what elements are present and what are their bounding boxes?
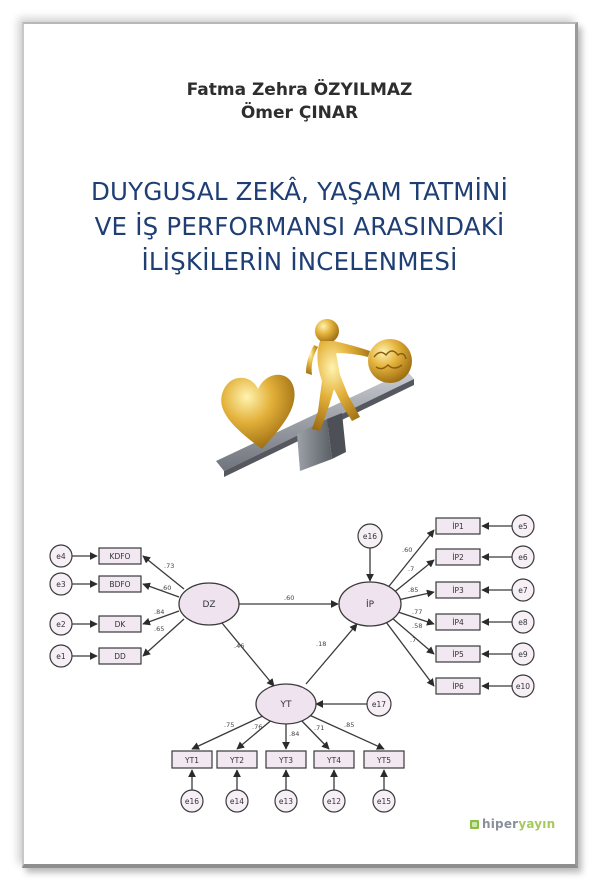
svg-text:İP2: İP2 — [452, 553, 464, 562]
gold-figure-icon — [306, 319, 370, 431]
svg-text:e1: e1 — [56, 652, 66, 661]
book-cover: Fatma Zehra ÖZYILMAZ Ömer ÇINAR DUYGUSAL… — [22, 22, 578, 868]
brain-icon — [368, 339, 412, 383]
title-line-2: VE İŞ PERFORMANSI ARASINDAKİ — [94, 212, 505, 241]
svg-text:e5: e5 — [518, 522, 528, 531]
svg-text:.76: .76 — [252, 723, 262, 731]
author-1: Fatma Zehra ÖZYILMAZ — [186, 80, 413, 100]
svg-text:.75: .75 — [224, 721, 234, 729]
sem-path-diagram: DZ İP YT KDFO BDFO DK DD — [49, 514, 535, 813]
svg-text:.73: .73 — [164, 562, 174, 570]
svg-text:.7: .7 — [410, 636, 416, 644]
svg-text:e17: e17 — [372, 700, 386, 709]
svg-text:İP: İP — [366, 599, 375, 610]
svg-text:e16: e16 — [363, 532, 377, 541]
svg-text:İP3: İP3 — [452, 586, 464, 595]
svg-text:YT2: YT2 — [229, 756, 244, 765]
svg-text:YT: YT — [280, 700, 292, 710]
svg-text:e16: e16 — [185, 797, 199, 806]
svg-text:e4: e4 — [56, 552, 66, 561]
svg-text:İP6: İP6 — [452, 682, 464, 691]
svg-text:.46: .46 — [234, 642, 244, 650]
svg-text:.71: .71 — [314, 724, 324, 732]
svg-text:e9: e9 — [518, 650, 528, 659]
svg-text:e15: e15 — [377, 797, 391, 806]
error-ip — [357, 523, 383, 549]
svg-text:YT5: YT5 — [376, 756, 391, 765]
error-yt — [366, 691, 392, 717]
latent-yt — [255, 683, 317, 725]
svg-text:İP5: İP5 — [452, 650, 464, 659]
svg-text:e6: e6 — [518, 553, 528, 562]
svg-text:DZ: DZ — [202, 600, 215, 610]
publisher-logo: hiperyayın — [470, 817, 555, 831]
svg-text:.65: .65 — [154, 625, 164, 633]
svg-text:e12: e12 — [327, 797, 341, 806]
seesaw-fulcrum-icon — [297, 419, 332, 471]
svg-text:YT3: YT3 — [278, 756, 293, 765]
svg-text:DD: DD — [114, 652, 126, 661]
latent-dz — [178, 582, 240, 626]
svg-text:.60: .60 — [161, 584, 171, 592]
publisher-mark-icon — [470, 819, 479, 829]
dz-indicators: KDFO BDFO DK DD e4 e3 e2 e1 .73 .60 .84 … — [49, 544, 174, 668]
svg-text:.18: .18 — [316, 640, 326, 648]
svg-text:KDFO: KDFO — [110, 552, 131, 561]
seesaw-illustration — [216, 319, 414, 477]
svg-text:İP1: İP1 — [452, 522, 464, 531]
latent-ip — [338, 581, 402, 627]
svg-text:.60: .60 — [402, 546, 412, 554]
svg-text:e8: e8 — [518, 618, 528, 627]
svg-text:e10: e10 — [516, 682, 530, 691]
svg-text:DK: DK — [115, 620, 127, 629]
svg-text:.60: .60 — [284, 594, 294, 602]
authors: Fatma Zehra ÖZYILMAZ Ömer ÇINAR — [24, 79, 575, 125]
book-title: DUYGUSAL ZEKÂ, YAŞAM TATMİNİ VE İŞ PERFO… — [24, 174, 575, 279]
svg-text:.84: .84 — [289, 730, 299, 738]
svg-text:YT4: YT4 — [326, 756, 341, 765]
svg-text:YT1: YT1 — [184, 756, 199, 765]
publisher-name: hiperyayın — [482, 817, 556, 831]
author-2: Ömer ÇINAR — [240, 103, 359, 123]
svg-text:e14: e14 — [230, 797, 244, 806]
svg-text:.84: .84 — [154, 608, 164, 616]
yt-indicators: YT1 YT2 YT3 YT4 YT5 e16 e14 e13 e12 e15 … — [171, 721, 405, 813]
svg-text:e2: e2 — [56, 620, 66, 629]
svg-text:.85: .85 — [344, 721, 354, 729]
svg-text:.7: .7 — [408, 565, 414, 573]
title-line-3: İLİŞKİLERİN İNCELENMESİ — [141, 247, 458, 276]
svg-text:e7: e7 — [518, 586, 528, 595]
title-line-1: DUYGUSAL ZEKÂ, YAŞAM TATMİNİ — [90, 177, 509, 206]
svg-text:.85: .85 — [408, 586, 418, 594]
svg-text:e3: e3 — [56, 580, 66, 589]
svg-text:İP4: İP4 — [452, 618, 464, 627]
svg-text:.58: .58 — [412, 622, 422, 630]
heart-icon — [221, 374, 295, 449]
ip-indicators: İP1 İP2 İP3 İP4 İP5 İP6 e5 e6 e7 e8 e9 e… — [402, 514, 535, 698]
svg-text:.77: .77 — [412, 608, 422, 616]
svg-text:BDFO: BDFO — [109, 580, 130, 589]
svg-text:e13: e13 — [279, 797, 293, 806]
